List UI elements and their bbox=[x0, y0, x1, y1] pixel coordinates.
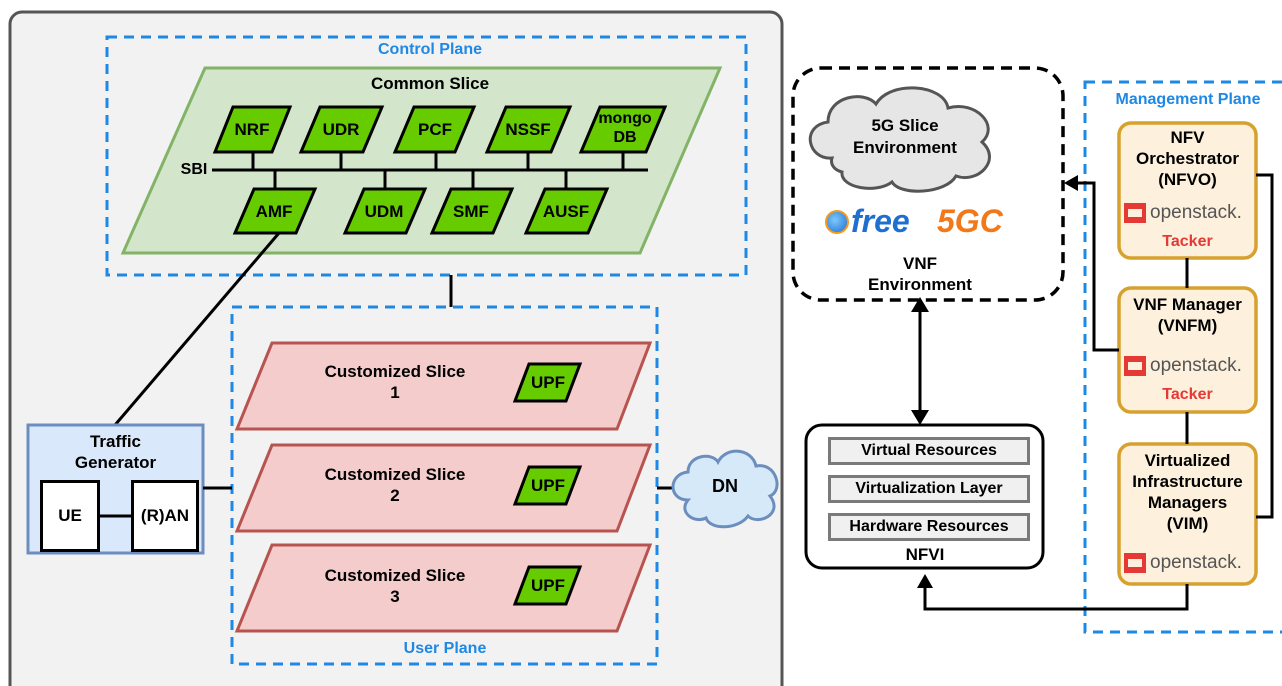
management-plane-title: Management Plane bbox=[1115, 91, 1261, 108]
udm-function bbox=[342, 187, 428, 235]
amf-label: AMF bbox=[255, 202, 293, 221]
management-plane-boundary bbox=[1083, 80, 1282, 634]
free5gc-globe-icon bbox=[825, 210, 849, 234]
smf-label: SMF bbox=[453, 202, 489, 221]
upf-function-1 bbox=[512, 362, 583, 403]
slice-cloud-line2: Environment bbox=[853, 138, 957, 157]
slice-cloud-line1: 5G Slice bbox=[871, 116, 939, 135]
mongodb-function bbox=[578, 105, 668, 154]
slice-3-number: 3 bbox=[390, 587, 400, 606]
mongo-label: mongo bbox=[598, 110, 652, 127]
slice-3-title: Customized Slice bbox=[324, 566, 466, 585]
ausf-function bbox=[523, 187, 610, 235]
vim-line3: Managers bbox=[1147, 493, 1228, 512]
nfvo-line1: NFV bbox=[1170, 128, 1205, 147]
slice-1-number: 1 bbox=[390, 383, 400, 402]
nrf-label: NRF bbox=[234, 120, 270, 139]
upf-function-2 bbox=[512, 465, 583, 506]
openstack-wordmark: openstack. bbox=[1150, 355, 1242, 376]
vnfm-line1: VNF Manager bbox=[1133, 295, 1242, 314]
virtualization-layer: Virtualization Layer bbox=[828, 475, 1030, 503]
nfvo-openstack-logo: openstack. bbox=[1124, 202, 1242, 224]
slice-2-number: 2 bbox=[390, 486, 400, 505]
dn-label: DN bbox=[712, 476, 738, 496]
vim-line4: (VIM) bbox=[1166, 514, 1209, 533]
smf-function bbox=[429, 187, 515, 235]
openstack-wordmark: openstack. bbox=[1150, 202, 1242, 223]
vim-line1: Virtualized bbox=[1144, 451, 1231, 470]
upf-function-3 bbox=[512, 565, 583, 606]
ue-box: UE bbox=[40, 480, 100, 552]
free5gc-logo-free: free bbox=[851, 203, 910, 239]
upf-2-label: UPF bbox=[531, 476, 565, 495]
udr-label: UDR bbox=[322, 120, 360, 139]
nrf-function bbox=[212, 105, 293, 154]
vnf-environment bbox=[791, 66, 1065, 302]
slice-1-title: Customized Slice bbox=[324, 362, 466, 381]
upf-1-label: UPF bbox=[531, 373, 565, 392]
vnfm-openstack-logo: openstack. bbox=[1124, 355, 1242, 377]
user-plane-title: User Plane bbox=[403, 640, 487, 657]
openstack-icon bbox=[1124, 553, 1146, 573]
amf-function bbox=[232, 187, 318, 235]
slice-cloud bbox=[808, 86, 991, 193]
nssf-label: NSSF bbox=[505, 120, 551, 139]
vim-openstack-logo: openstack. bbox=[1124, 552, 1242, 574]
vnf-env-line2: Environment bbox=[868, 275, 972, 294]
ausf-label: AUSF bbox=[542, 202, 590, 221]
vnfm-line2: (VNFM) bbox=[1157, 316, 1218, 335]
sbi-label: SBI bbox=[180, 161, 208, 178]
pcf-label: PCF bbox=[418, 120, 452, 139]
udr-function bbox=[298, 105, 385, 154]
openstack-icon bbox=[1124, 356, 1146, 376]
nfvo-tacker-label: Tacker bbox=[1162, 233, 1213, 250]
vnf-env-line1: VNF bbox=[903, 254, 937, 273]
nfvo-line2: Orchestrator bbox=[1136, 149, 1239, 168]
virtual-resources: Virtual Resources bbox=[828, 437, 1030, 465]
control-plane-title: Control Plane bbox=[377, 41, 482, 58]
nfvi-label: NFVI bbox=[905, 545, 945, 564]
traffic-generator-title-1: Traffic bbox=[89, 432, 142, 451]
dn-cloud bbox=[671, 449, 779, 529]
db-label: DB bbox=[613, 129, 637, 146]
traffic-generator-title-2: Generator bbox=[74, 453, 157, 472]
free5gc-logo: free 5GC bbox=[825, 203, 1025, 243]
slice-2-title: Customized Slice bbox=[324, 465, 466, 484]
ran-box: (R)AN bbox=[131, 480, 199, 552]
free5gc-logo-5gc: 5GC bbox=[937, 203, 1003, 239]
openstack-wordmark: openstack. bbox=[1150, 552, 1242, 573]
pcf-function bbox=[392, 105, 477, 154]
vnfm-tacker-label: Tacker bbox=[1162, 386, 1213, 403]
vim-line2: Infrastructure bbox=[1132, 472, 1243, 491]
upf-3-label: UPF bbox=[531, 576, 565, 595]
openstack-icon bbox=[1124, 203, 1146, 223]
user-plane-boundary bbox=[230, 305, 659, 666]
udm-label: UDM bbox=[364, 202, 404, 221]
hardware-resources: Hardware Resources bbox=[828, 513, 1030, 541]
common-slice-title: Common Slice bbox=[370, 74, 490, 93]
nssf-function bbox=[484, 105, 573, 154]
nfvo-line3: (NFVO) bbox=[1158, 170, 1217, 189]
control-plane-boundary bbox=[105, 35, 748, 277]
